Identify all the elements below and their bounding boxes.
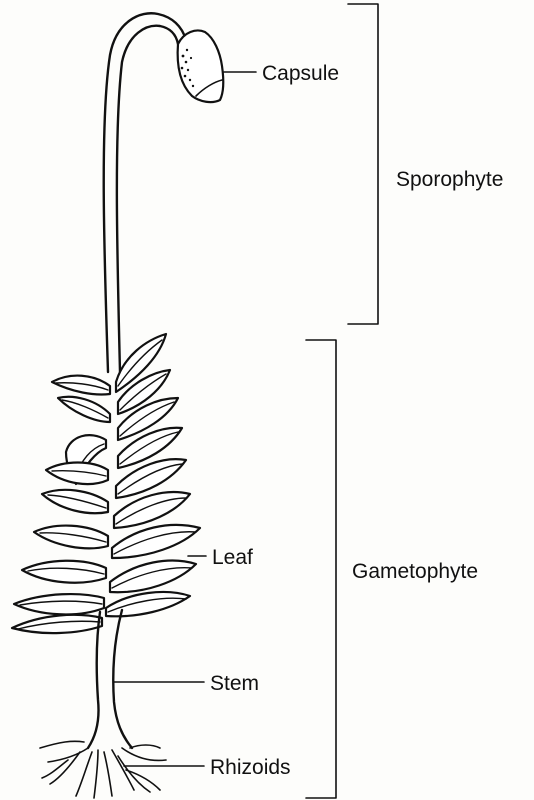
leaf-label: Leaf xyxy=(212,546,253,569)
stem-label: Stem xyxy=(210,672,259,695)
sporophyte-label: Sporophyte xyxy=(396,168,503,191)
stem xyxy=(88,610,132,748)
leaves xyxy=(12,334,200,633)
capsule-label: Capsule xyxy=(262,62,339,85)
capsule xyxy=(178,31,224,103)
gametophyte-bracket xyxy=(306,340,336,798)
seta xyxy=(104,13,186,372)
rhizoids xyxy=(40,741,166,798)
rhizoids-label: Rhizoids xyxy=(210,756,291,779)
gametophyte-label: Gametophyte xyxy=(352,560,478,583)
sporophyte-bracket xyxy=(348,4,378,324)
